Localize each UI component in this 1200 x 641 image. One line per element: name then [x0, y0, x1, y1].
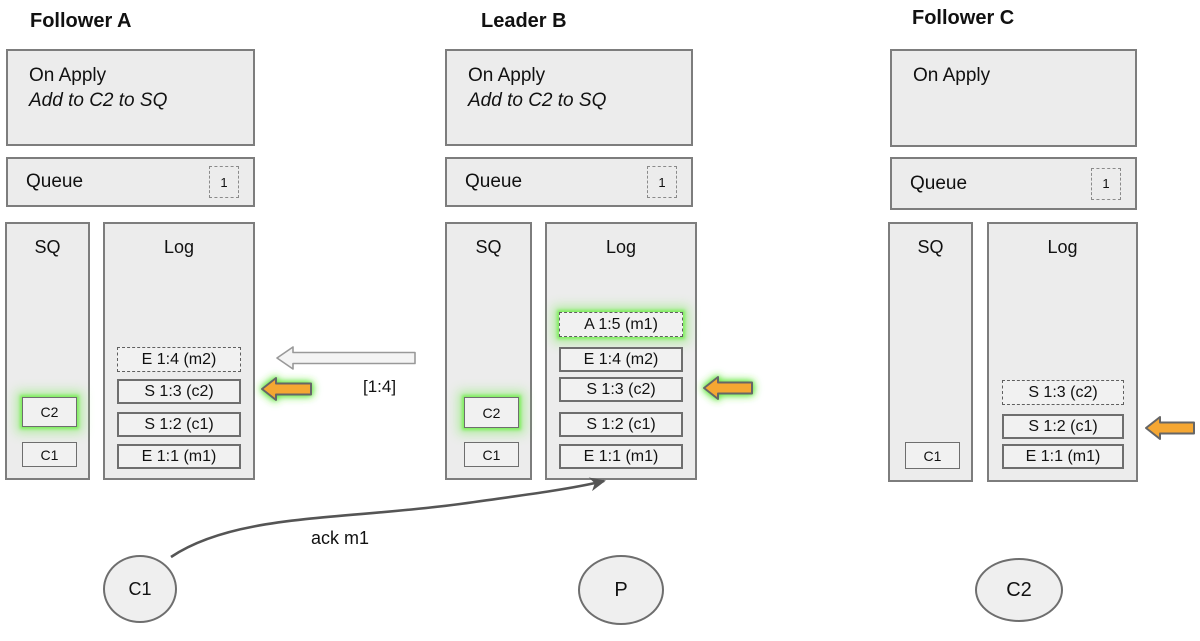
sq-label: SQ [34, 237, 61, 257]
on-apply-box-c: On Apply [890, 49, 1137, 147]
sq-item: C1 [905, 442, 960, 469]
log-entry: E 1:1 (m1) [117, 444, 241, 469]
proposer-p-ellipse: P [578, 555, 664, 625]
on-apply-label: On Apply [913, 65, 991, 86]
queue-label: Queue [910, 172, 968, 194]
log-box-c: Log S 1:3 (c2) S 1:2 (c1) E 1:1 (m1) [987, 222, 1138, 482]
on-apply-rule: Add to C2 to SQ [29, 90, 168, 111]
log-entry: S 1:2 (c1) [117, 412, 241, 437]
ack-m1-arrow-icon [170, 477, 606, 559]
sq-box-a: SQ C2 C1 [5, 222, 90, 480]
log-label: Log [605, 237, 637, 257]
sq-box-c: SQ C1 [888, 222, 973, 482]
log-entry: S 1:2 (c1) [559, 412, 683, 437]
log-entry: S 1:3 (c2) [117, 379, 241, 404]
on-apply-box-b: On Apply Add to C2 to SQ [445, 49, 693, 146]
log-entry: E 1:4 (m2) [117, 347, 241, 372]
apply-pointer-arrow-a-icon [261, 377, 312, 401]
log-entry: E 1:4 (m2) [559, 347, 683, 372]
queue-label: Queue [465, 171, 523, 192]
log-box-a: Log E 1:4 (m2) S 1:3 (c2) S 1:2 (c1) E 1… [103, 222, 255, 480]
sq-item: C1 [22, 442, 77, 467]
log-entry: A 1:5 (m1) [559, 312, 683, 337]
sq-item: C2 [22, 397, 77, 427]
sq-item: C1 [464, 442, 519, 467]
log-entry: S 1:2 (c1) [1002, 414, 1124, 439]
log-entry: E 1:1 (m1) [1002, 444, 1124, 469]
queue-box-b: Queue 1 [445, 157, 693, 207]
node-title-leader-b: Leader B [481, 10, 567, 32]
on-apply-label: On Apply [29, 65, 107, 86]
node-title-follower-c: Follower C [912, 7, 1015, 29]
on-apply-label: On Apply [468, 65, 546, 86]
node-title-follower-a: Follower A [30, 10, 132, 32]
queue-box-c: Queue 1 [890, 157, 1137, 210]
sq-label: SQ [917, 237, 944, 257]
queue-label: Queue [26, 171, 84, 192]
sq-item: C2 [464, 397, 519, 428]
log-entry: S 1:3 (c2) [559, 377, 683, 402]
on-apply-box-a: On Apply Add to C2 to SQ [6, 49, 255, 146]
queue-count-badge: 1 [209, 166, 239, 198]
log-entry: S 1:3 (c2) [1002, 380, 1124, 405]
queue-box-a: Queue 1 [6, 157, 255, 207]
log-entry: E 1:1 (m1) [559, 444, 683, 469]
replication-range-label: [1:4] [363, 377, 397, 396]
client-label: P [614, 578, 628, 601]
apply-pointer-arrow-b-icon [703, 376, 753, 400]
ack-label: ack m1 [311, 528, 370, 548]
client-label: C1 [128, 578, 152, 599]
client-c2-ellipse: C2 [975, 558, 1063, 622]
log-label: Log [163, 237, 195, 257]
log-box-b: Log A 1:5 (m1) E 1:4 (m2) S 1:3 (c2) S 1… [545, 222, 697, 480]
client-c1-ellipse: C1 [103, 555, 177, 623]
sq-box-b: SQ C2 C1 [445, 222, 532, 480]
apply-pointer-arrow-c-icon [1145, 416, 1195, 440]
on-apply-rule: Add to C2 to SQ [468, 90, 607, 111]
queue-count-badge: 1 [1091, 167, 1121, 200]
sq-label: SQ [475, 237, 502, 257]
replicate-entries-arrow-icon [276, 346, 416, 370]
queue-count-badge: 1 [647, 166, 677, 198]
log-label: Log [1047, 237, 1078, 257]
client-label: C2 [1006, 578, 1032, 601]
